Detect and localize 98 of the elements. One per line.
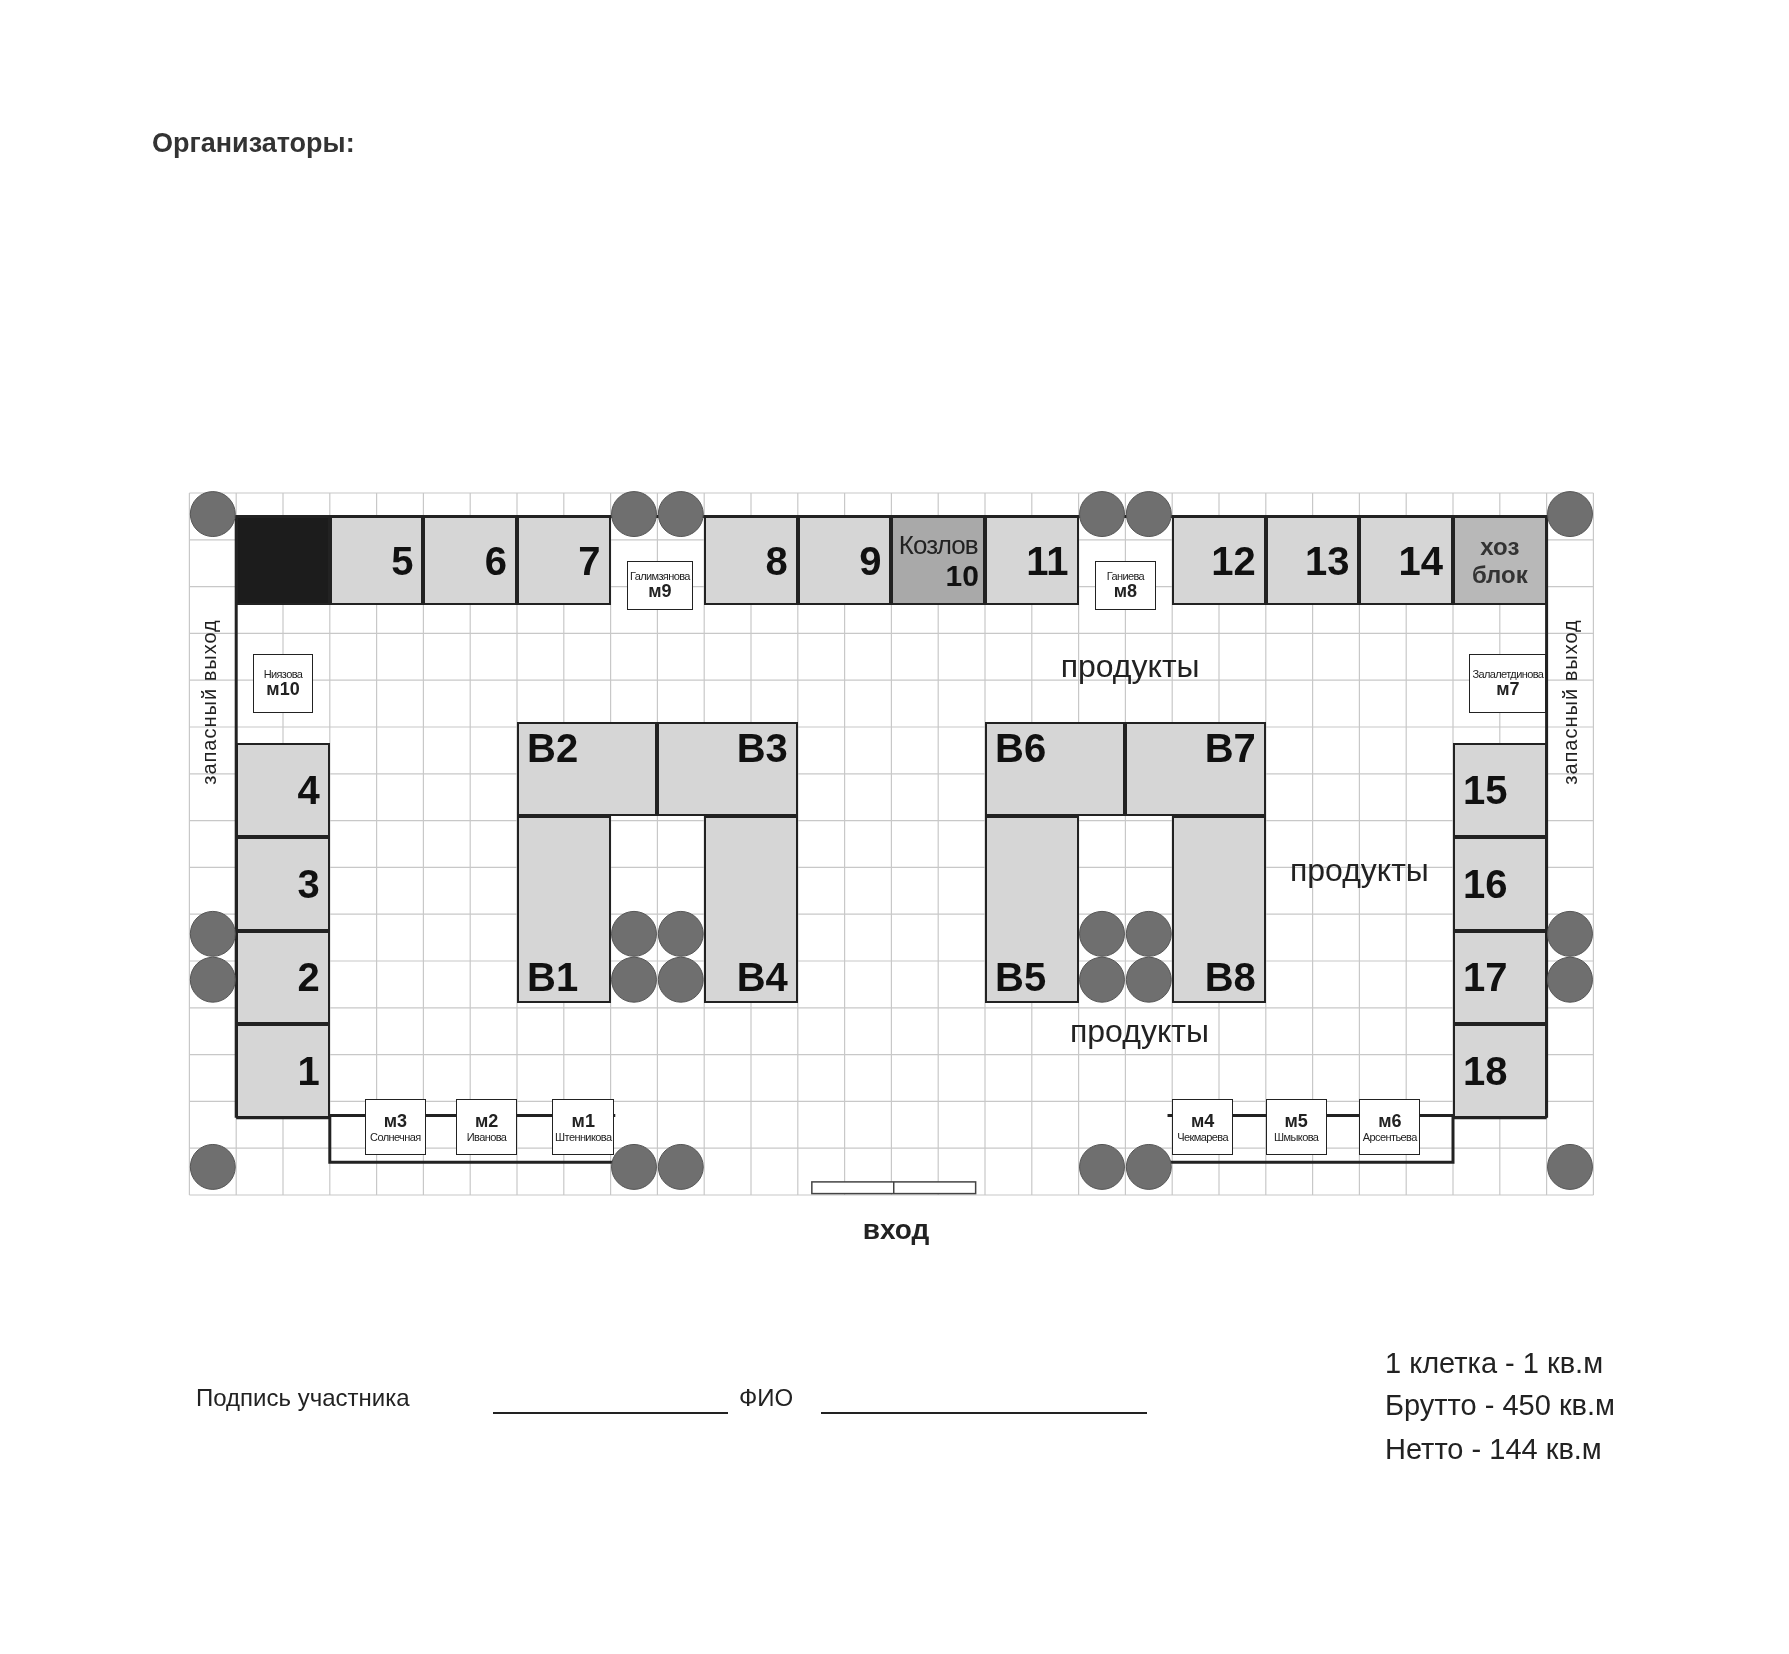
vendor-name: Залалетдинова xyxy=(1472,668,1544,681)
booth-number: В2 xyxy=(527,728,579,769)
stall-box xyxy=(626,560,693,610)
booth xyxy=(1359,516,1453,606)
stall-box xyxy=(456,1099,517,1156)
vendor-name: Козлов xyxy=(898,530,978,562)
booth xyxy=(236,1024,330,1118)
vendor-name: Арсентьева xyxy=(1362,1130,1417,1143)
booth xyxy=(1453,743,1547,837)
booth-number: В3 xyxy=(736,728,788,769)
booth-number: 13 xyxy=(1304,540,1350,581)
stall-number: м6 xyxy=(1378,1111,1402,1131)
booth xyxy=(1453,930,1547,1025)
booth xyxy=(517,722,658,816)
stall-number: м1 xyxy=(571,1111,595,1131)
booth xyxy=(657,722,798,816)
vendor-name: Ганиева xyxy=(1106,569,1145,582)
stall-number: м8 xyxy=(1113,582,1138,601)
stall-number: м7 xyxy=(1496,680,1520,700)
stall-box xyxy=(1469,654,1547,713)
booth-number: 3 xyxy=(297,863,320,904)
stall-box xyxy=(252,654,314,713)
booth-number: 17 xyxy=(1463,957,1508,998)
booth xyxy=(1453,836,1547,931)
booth-number: 5 xyxy=(391,540,414,581)
field-label: ФИО xyxy=(739,1384,794,1412)
entrance-label: вход xyxy=(862,1214,930,1247)
zone-label: продукты xyxy=(1289,851,1429,889)
booth xyxy=(1172,516,1266,606)
stall-box xyxy=(1359,1099,1421,1156)
note: 1 клетка - 1 кв.м xyxy=(1385,1346,1604,1380)
vendor-name: Ниязова xyxy=(263,668,303,681)
booth xyxy=(1453,1024,1547,1118)
booth xyxy=(236,743,330,837)
booth-number: 11 xyxy=(1026,540,1069,581)
booth xyxy=(985,722,1126,816)
stall-number: м3 xyxy=(383,1111,407,1131)
note: Брутто - 450 кв.м xyxy=(1385,1388,1615,1422)
booth-number: 6 xyxy=(484,540,507,581)
stall-number: м10 xyxy=(266,680,300,700)
booth xyxy=(329,516,424,606)
booth-number: В5 xyxy=(995,957,1047,998)
booth-number: 10 xyxy=(945,561,979,592)
stall-number: м2 xyxy=(474,1111,499,1131)
booth xyxy=(985,815,1079,1004)
booth xyxy=(704,815,798,1004)
booth-number: 1 xyxy=(297,1050,320,1091)
stall-number: м5 xyxy=(1284,1111,1308,1131)
booth-number: 12 xyxy=(1211,540,1256,581)
vendor-name: Солнечная xyxy=(370,1130,421,1143)
exit-label: запасный выход xyxy=(197,618,221,785)
booth xyxy=(891,516,985,606)
booth-number: 8 xyxy=(765,540,788,581)
stall-box xyxy=(1094,560,1156,610)
booth xyxy=(1125,722,1266,816)
zone-label: продукты xyxy=(1070,1012,1209,1050)
booth xyxy=(236,836,330,931)
note: Нетто - 144 кв.м xyxy=(1385,1432,1602,1466)
booth xyxy=(797,516,892,606)
booth-number: В7 xyxy=(1204,728,1256,769)
vendor-name: Иванова xyxy=(466,1130,507,1143)
stall-number: м9 xyxy=(648,582,672,601)
exit-label: запасный выход xyxy=(1558,618,1582,785)
booth xyxy=(1265,516,1360,606)
booth-number: 9 xyxy=(859,540,882,581)
booth-number: 18 xyxy=(1463,1050,1508,1091)
booth xyxy=(1172,815,1266,1004)
vendor-name: Галимзянова xyxy=(629,569,690,582)
booth xyxy=(985,516,1079,606)
room-label: хоз блок xyxy=(1470,533,1529,589)
field-label: Подпись участника xyxy=(196,1384,410,1412)
booth xyxy=(517,815,611,1004)
booth-number: 16 xyxy=(1463,863,1508,904)
booth xyxy=(423,516,517,606)
booth-number: В6 xyxy=(995,728,1047,769)
vendor-name: Чекмарева xyxy=(1177,1130,1228,1143)
stall-box xyxy=(552,1099,615,1156)
booth-number: В1 xyxy=(527,957,579,998)
booth-number: 14 xyxy=(1398,540,1443,581)
booth-number: 4 xyxy=(297,770,320,811)
booth-number: 7 xyxy=(578,540,601,581)
stall-box xyxy=(1265,1099,1327,1156)
service-room xyxy=(1453,516,1547,606)
vendor-name: Шмыкова xyxy=(1274,1130,1319,1143)
booth xyxy=(517,516,611,606)
blocked-area xyxy=(236,516,330,606)
booth xyxy=(236,930,330,1025)
zone-label: продукты xyxy=(1060,647,1200,685)
heading: Организаторы: xyxy=(152,128,355,159)
booth-number: 15 xyxy=(1463,770,1508,811)
stall-number: м4 xyxy=(1190,1111,1215,1131)
vendor-name: Штенникова xyxy=(555,1130,612,1143)
booth-number: В4 xyxy=(736,957,788,998)
booth-number: 2 xyxy=(297,957,320,998)
booth-number: В8 xyxy=(1204,957,1256,998)
stall-box xyxy=(1172,1099,1233,1156)
booth xyxy=(704,516,798,606)
stall-box xyxy=(364,1099,426,1156)
